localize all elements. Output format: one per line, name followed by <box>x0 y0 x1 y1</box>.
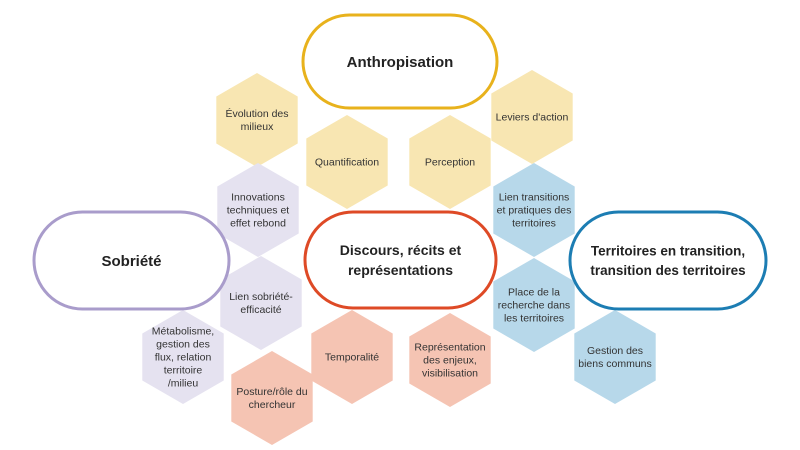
hexagon-evolution-label-line: Évolution des <box>225 107 288 120</box>
hexagon-shape <box>493 258 575 352</box>
hexagon-shape <box>409 115 491 209</box>
hexagon-representation-enjeux-label-line: des enjeux, <box>423 355 477 367</box>
hexagon-place-recherche-label-line: les territoires <box>504 313 564 325</box>
hexagon-metabolisme-label-line: gestion des <box>156 339 210 351</box>
pill-territoires-label-line: Territoires en transition, <box>591 243 745 258</box>
hexagon-perception-label-line: Perception <box>425 157 475 169</box>
pill-shape <box>32 210 231 311</box>
hexagon-shape <box>217 163 299 257</box>
hexagon-quantification: Quantification <box>306 115 388 209</box>
pill-sobriete-label-line: Sobriété <box>101 253 161 270</box>
hexagon-lien-transitions-label-line: Lien transitions <box>499 192 570 204</box>
hexagon-leviers-label-line: Leviers d'action <box>496 112 569 124</box>
hexagon-evolution-label-line: milieux <box>241 121 274 133</box>
hexagon-shape <box>231 351 313 445</box>
hexagon-innovations-label-line: techniques et <box>227 205 290 217</box>
pill-discours-label-line: Discours, récits et <box>340 242 462 258</box>
hexagon-metabolisme-label-line: territoire <box>164 365 203 377</box>
hexagon-shape <box>409 313 491 407</box>
hexagon-shape <box>306 115 388 209</box>
hexagon-lien-sobriete: Lien sobriété-efficacité <box>220 256 302 350</box>
pill-anthropisation: Anthropisation <box>301 13 499 110</box>
hexagon-gestion-biens-label-line: Gestion des <box>587 345 643 357</box>
hexagon-representation-enjeux-label-line: Représentation <box>414 342 485 354</box>
hexagon-leviers: Leviers d'action <box>491 70 573 164</box>
hexagon-metabolisme-label-line: /milieu <box>168 378 199 390</box>
hexagon-shape <box>491 70 573 164</box>
hexagon-innovations-label-line: Innovations <box>231 192 285 204</box>
pill-discours-label-line: représentations <box>348 262 453 278</box>
pill-discours: Discours, récits et représentations <box>303 210 498 310</box>
pill-shape <box>301 13 499 110</box>
hexagon-perception-label: Perception <box>425 157 475 169</box>
hexagon-temporalite-label-line: Temporalité <box>325 352 379 364</box>
pill-anthropisation-label: Anthropisation <box>347 54 454 71</box>
hexagon-posture-label-line: chercheur <box>249 399 296 411</box>
hexagon-leviers-label: Leviers d'action <box>496 112 569 124</box>
hexagon-place-recherche-label-line: Place de la <box>508 287 560 299</box>
hexagon-innovations-label-line: effet rebond <box>230 218 286 230</box>
pill-sobriete-label: Sobriété <box>101 253 161 270</box>
hexagon-lien-sobriete-label-line: Lien sobriété- <box>229 291 293 303</box>
hexagon-gestion-biens-label-line: biens communs <box>578 358 652 370</box>
hexagon-temporalite: Temporalité <box>311 310 393 404</box>
hexagon-lien-transitions-label-line: territoires <box>512 218 556 230</box>
hexagon-shape <box>216 73 298 167</box>
hexagon-lien-sobriete-label-line: efficacité <box>240 304 281 316</box>
pill-anthropisation-label-line: Anthropisation <box>347 54 454 71</box>
hexagon-shape <box>142 310 224 404</box>
hexagon-shape <box>574 310 656 404</box>
hexagon-metabolisme-label-line: Métabolisme, <box>152 326 214 338</box>
hexagon-quantification-label: Quantification <box>315 157 379 169</box>
hexagon-place-recherche-label-line: recherche dans <box>498 300 570 312</box>
hexagon-posture-label-line: Posture/rôle du <box>236 386 307 398</box>
pill-shape <box>568 210 768 311</box>
pill-discours-label: Discours, récits et représentations <box>340 242 462 278</box>
hexagon-shape <box>311 310 393 404</box>
hexagon-temporalite-label: Temporalité <box>325 352 379 364</box>
pill-territoires-label: Territoires en transition, transition des… <box>590 243 745 278</box>
hexagon-lien-transitions-label-line: et pratiques des <box>497 205 572 217</box>
hexagon-perception: Perception <box>409 115 491 209</box>
hexagon-representation-enjeux-label-line: visibilisation <box>422 368 478 380</box>
pill-shape <box>303 210 498 310</box>
pill-territoires-label-line: transition des territoires <box>590 263 745 278</box>
hexagon-metabolisme-label-line: flux, relation <box>155 352 212 364</box>
hexagon-shape <box>493 163 575 257</box>
hexagon-quantification-label-line: Quantification <box>315 157 379 169</box>
hexagon-lien-sobriete-label: Lien sobriété-efficacité <box>229 291 293 316</box>
pill-sobriete: Sobriété <box>32 210 231 311</box>
hexagon-shape <box>220 256 302 350</box>
pill-territoires: Territoires en transition, transition des… <box>568 210 768 311</box>
